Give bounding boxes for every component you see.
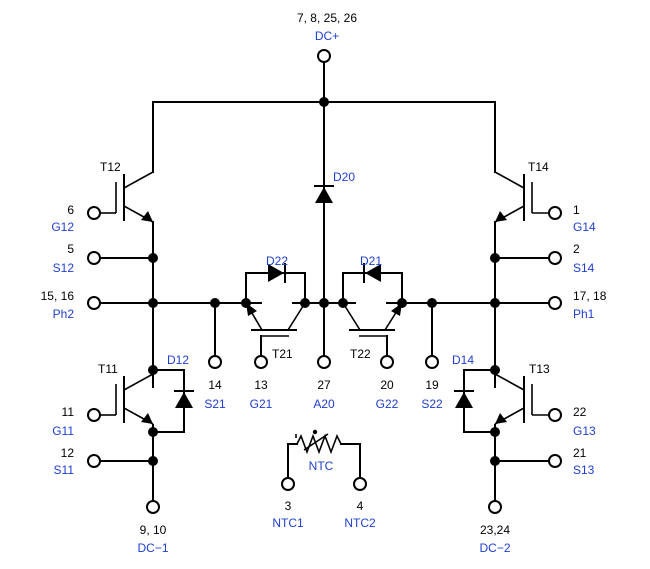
wires [99, 61, 550, 501]
s11-number: 12 [61, 446, 75, 460]
s13-number: 21 [573, 446, 587, 460]
ntc1-label: NTC1 [272, 516, 304, 530]
a20-label: A20 [313, 397, 335, 411]
diode-d21 [363, 263, 381, 283]
dc-minus1-number: 9, 10 [140, 523, 167, 537]
pin-s22 [425, 355, 439, 369]
t14-label: T14 [528, 160, 549, 174]
g11-label: G11 [52, 424, 74, 438]
ph2-number: 15, 16 [41, 289, 75, 303]
pin-g11 [87, 408, 101, 422]
g21-label: G21 [250, 397, 273, 411]
g21-number: 13 [254, 378, 268, 392]
g11-number: 11 [62, 405, 75, 419]
g13-number: 22 [573, 405, 587, 419]
ntc-label: NTC [309, 459, 334, 473]
s12-number: 5 [67, 242, 74, 256]
pin-ntc1 [281, 477, 295, 491]
t21-label: T21 [272, 347, 293, 361]
g14-label: G14 [573, 220, 596, 234]
ntc1-number: 3 [285, 499, 292, 513]
d21-label: D21 [360, 254, 382, 268]
ntc-wiper-dot [312, 429, 318, 435]
pin-dc-minus1 [146, 500, 160, 514]
s22-label: S22 [421, 397, 443, 411]
s12-label: S12 [53, 261, 75, 275]
d20-label: D20 [333, 170, 355, 184]
igbt-t22 [342, 302, 403, 337]
terminal-labels: 7, 8, 25, 26 DC+ 6 G12 5 S12 15, 16 Ph2 … [41, 11, 607, 555]
g22-label: G22 [376, 397, 399, 411]
ph2-label: Ph2 [53, 307, 75, 321]
dc-minus2-label: DC−2 [479, 541, 510, 555]
device-labels: T12 T14 T11 T13 T21 T22 D20 D22 D21 D12 … [98, 160, 550, 473]
s14-number: 2 [573, 242, 580, 256]
pin-g12 [87, 206, 101, 220]
s13-label: S13 [573, 463, 595, 477]
diode-d12 [174, 390, 194, 408]
pin-g22 [380, 355, 394, 369]
g12-label: G12 [51, 220, 74, 234]
ph1-number: 17, 18 [573, 289, 607, 303]
pin-s13 [548, 454, 562, 468]
pin-a20 [317, 355, 331, 369]
igbt-t14 [494, 171, 549, 223]
diode-d22 [268, 263, 286, 283]
ntc-thermistor [287, 429, 361, 479]
dc-minus1-label: DC−1 [137, 541, 168, 555]
junctions [148, 97, 500, 466]
g22-number: 20 [380, 378, 394, 392]
t22-label: T22 [350, 347, 371, 361]
pin-dc-plus [317, 49, 331, 63]
t13-label: T13 [529, 362, 550, 376]
d14-label: D14 [452, 353, 474, 367]
igbt-t13 [494, 373, 549, 425]
pin-s11 [87, 454, 101, 468]
pin-s14 [548, 251, 562, 265]
s22-number: 19 [425, 378, 439, 392]
t11-label: T11 [98, 362, 118, 376]
pin-ntc2 [353, 477, 367, 491]
terminal-pins [87, 49, 562, 514]
pin-ph2 [87, 296, 101, 310]
g13-label: G13 [573, 424, 596, 438]
g14-number: 1 [573, 203, 580, 217]
igbt-t12 [100, 171, 154, 223]
g12-number: 6 [67, 203, 74, 217]
a20-number: 27 [317, 378, 331, 392]
diode-d20 [314, 185, 334, 203]
d22-label: D22 [266, 254, 288, 268]
pin-g14 [548, 206, 562, 220]
s11-label: S11 [54, 463, 75, 477]
pin-g21 [254, 355, 268, 369]
pin-ph1 [548, 296, 562, 310]
pin-dc-minus2 [488, 500, 502, 514]
igbt-t21 [245, 302, 306, 337]
dc-minus2-number: 23,24 [480, 523, 510, 537]
pin-s12 [87, 251, 101, 265]
pin-g13 [548, 408, 562, 422]
d12-label: D12 [167, 353, 189, 367]
ntc2-label: NTC2 [344, 516, 376, 530]
diode-d14 [454, 390, 474, 408]
s21-label: S21 [204, 397, 226, 411]
t12-label: T12 [100, 160, 121, 174]
ph1-label: Ph1 [573, 307, 595, 321]
ntc2-number: 4 [357, 499, 364, 513]
igbt-t11 [100, 373, 154, 425]
s21-number: 14 [208, 378, 222, 392]
dc-plus-label: DC+ [315, 29, 339, 43]
pin-s21 [208, 355, 222, 369]
s14-label: S14 [573, 261, 595, 275]
dc-plus-number: 7, 8, 25, 26 [297, 11, 357, 25]
